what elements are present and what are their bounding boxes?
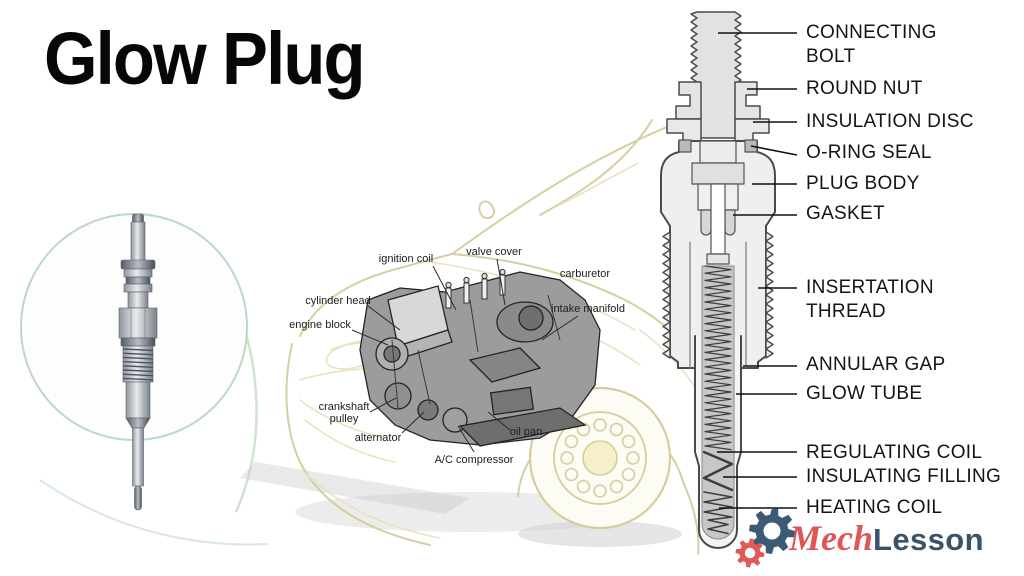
label-insulation-disc: INSULATION DISC (806, 111, 974, 132)
label-round-nut: ROUND NUT (806, 78, 923, 99)
label-heating-coil: HEATING COIL (806, 497, 943, 518)
engine-leader-lines (351, 258, 579, 453)
page-title: Glow Plug (44, 17, 366, 100)
label-engine-block: engine block (289, 319, 351, 331)
label-oil-pan: oil pan (509, 426, 543, 438)
label-ignition-coil: ignition coil (378, 253, 434, 265)
glow-plug-cross-section (660, 11, 776, 549)
label-o-ring-seal: O-RING SEAL (806, 142, 932, 163)
label-cylinder-head: cylinder head (305, 295, 371, 307)
label-alternator: alternator (354, 432, 402, 444)
cross-section-leader-lines (717, 32, 798, 509)
glow-plug-photo (118, 213, 158, 511)
label-insulating-filling: INSULATING FILLING (806, 466, 1002, 487)
brand-logo: MechLesson (789, 517, 984, 559)
label-glow-tube: GLOW TUBE (806, 383, 923, 404)
label-annular-gap: ANNULAR GAP (806, 354, 946, 375)
brand-name-lesson: Lesson (873, 522, 984, 557)
logo-gears (735, 508, 795, 568)
label-regulating-coil: REGULATING COIL (806, 442, 983, 463)
label-ac-compressor: A/C compressor (434, 454, 514, 466)
glow-plug-photo-circle (20, 213, 248, 511)
label-carburetor: carburetor (559, 268, 611, 280)
label-intake-manifold: intake manifold (551, 303, 625, 315)
label-crankshaft-pulley: crankshaft pulley (318, 401, 370, 425)
label-gasket: GASKET (806, 203, 885, 224)
label-valve-cover: valve cover (466, 246, 522, 258)
label-insertation-thread: INSERTATION THREAD (806, 277, 934, 322)
engine-illustration (359, 268, 601, 447)
brand-name-mech: Mech (789, 518, 873, 558)
label-connecting-bolt: CONNECTING BOLT (806, 22, 937, 67)
label-plug-body: PLUG BODY (806, 173, 920, 194)
